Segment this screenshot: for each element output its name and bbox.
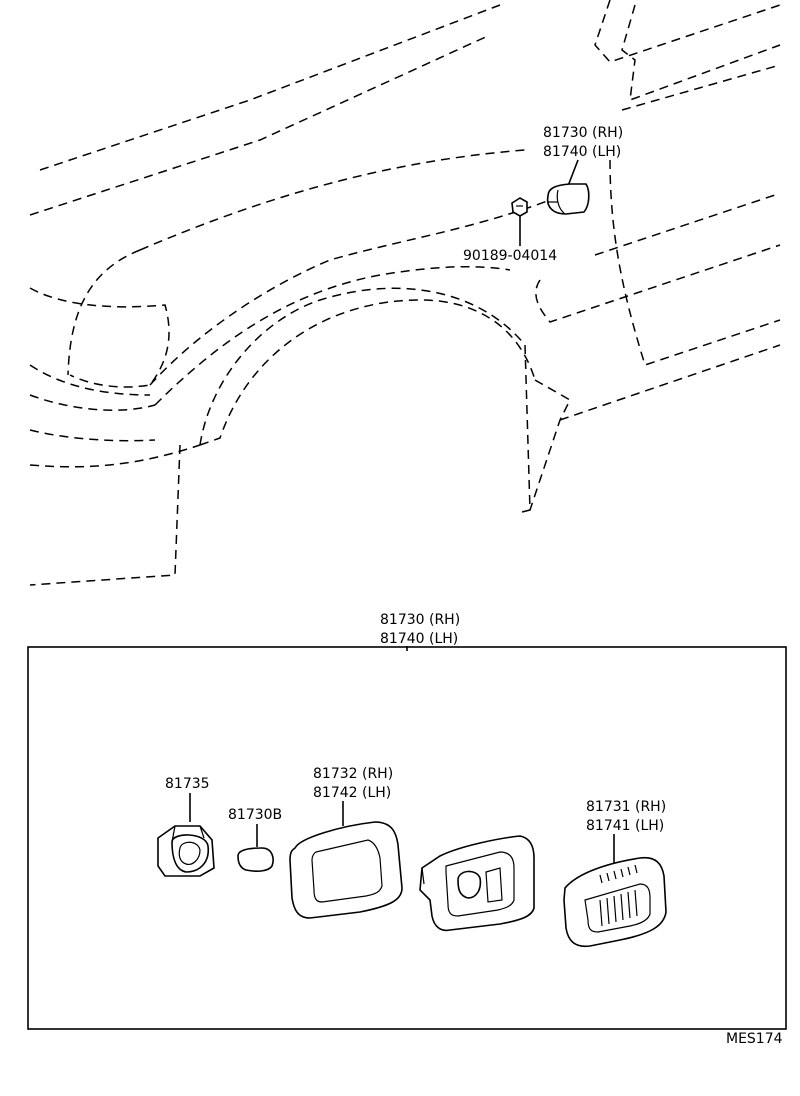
screw-label: 90189-04014 <box>463 248 557 264</box>
bulb-callout: 81730B <box>228 807 282 847</box>
side-marker-lamp-small-icon <box>546 183 590 215</box>
lens-icon <box>563 856 667 948</box>
top-assembly-rh-label: 81730 (RH) <box>543 125 623 141</box>
lens-lh-label: 81741 (LH) <box>586 818 664 834</box>
figure-code: MES174 <box>726 1031 783 1047</box>
lens-callout: 81731 (RH) 81741 (LH) <box>586 799 666 864</box>
lamp-housing-icon <box>419 835 535 932</box>
exploded-view-callout: 81730 (RH) 81740 (LH) <box>380 612 460 651</box>
exploded-view-frame <box>27 646 787 1030</box>
gasket-rh-label: 81732 (RH) <box>313 766 393 782</box>
box-assembly-lh-label: 81740 (LH) <box>380 631 458 647</box>
gasket-lh-label: 81742 (LH) <box>313 785 391 801</box>
vehicle-body-outline <box>29 0 781 586</box>
gasket-callout: 81732 (RH) 81742 (LH) <box>313 766 393 826</box>
top-assembly-lh-label: 81740 (LH) <box>543 144 621 160</box>
bulb-socket-icon <box>157 825 215 877</box>
screw-icon <box>511 197 528 217</box>
top-assembly-callout: 81730 (RH) 81740 (LH) <box>543 125 623 187</box>
socket-callout: 81735 <box>165 776 210 822</box>
gasket-icon <box>289 821 403 919</box>
box-assembly-rh-label: 81730 (RH) <box>380 612 460 628</box>
lens-rh-label: 81731 (RH) <box>586 799 666 815</box>
bulb-label: 81730B <box>228 807 282 823</box>
screw-callout: 90189-04014 <box>463 197 557 264</box>
bulb-icon <box>237 847 274 872</box>
socket-label: 81735 <box>165 776 210 792</box>
